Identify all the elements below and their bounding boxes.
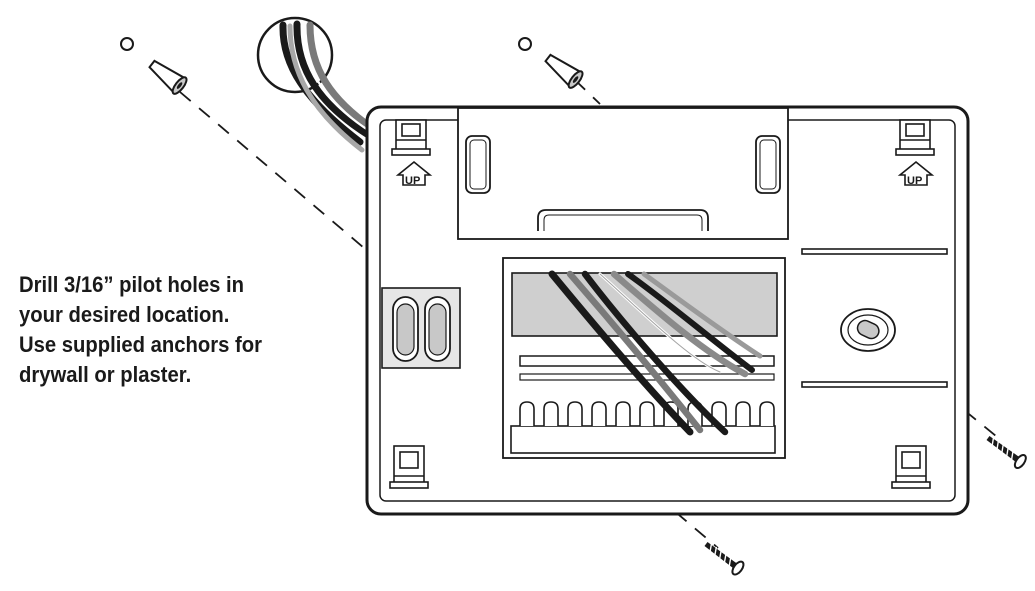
tab-grip <box>537 209 709 231</box>
up-marker-right: UP <box>897 160 935 187</box>
up-label-right: UP <box>907 175 922 187</box>
mounting-slots-left <box>381 287 461 369</box>
wall-anchor-left <box>148 59 188 95</box>
wall-wires <box>279 20 376 153</box>
mounting-hole-right <box>840 308 896 352</box>
pilot-hole-right <box>518 37 532 51</box>
screw-right <box>986 435 1027 470</box>
terminal-strip <box>510 425 776 454</box>
terminal-teeth <box>519 401 775 426</box>
pilot-holes <box>120 37 532 51</box>
corner-clip-bottom-right <box>891 445 931 489</box>
wall-anchor-right <box>544 53 584 89</box>
instruction-line: Use supplied anchors for <box>19 332 263 357</box>
slot-left <box>465 135 491 194</box>
guide-line-right-top <box>574 79 601 105</box>
up-arrow-icon <box>395 160 433 186</box>
corner-clip-top-right <box>895 119 935 156</box>
pilot-hole-left <box>120 37 134 51</box>
instruction-text: Drill 3/16” pilot holes in your desired … <box>19 270 316 390</box>
corner-clip-bottom-left <box>389 445 429 489</box>
slot-right <box>755 135 781 194</box>
top-tab <box>457 107 789 240</box>
instruction-line: Drill 3/16” pilot holes in <box>19 272 245 297</box>
up-marker-left: UP <box>395 160 433 187</box>
side-slots <box>801 248 948 388</box>
up-arrow-icon <box>897 160 935 186</box>
instruction-line: your desired location. <box>19 302 230 327</box>
corner-clip-top-left <box>391 119 431 156</box>
screw-bottom <box>704 542 745 576</box>
wall-plate: UP UP <box>365 105 970 516</box>
plate-wires <box>548 270 763 436</box>
instruction-line: drywall or plaster. <box>19 362 192 387</box>
up-label-left: UP <box>405 175 420 187</box>
